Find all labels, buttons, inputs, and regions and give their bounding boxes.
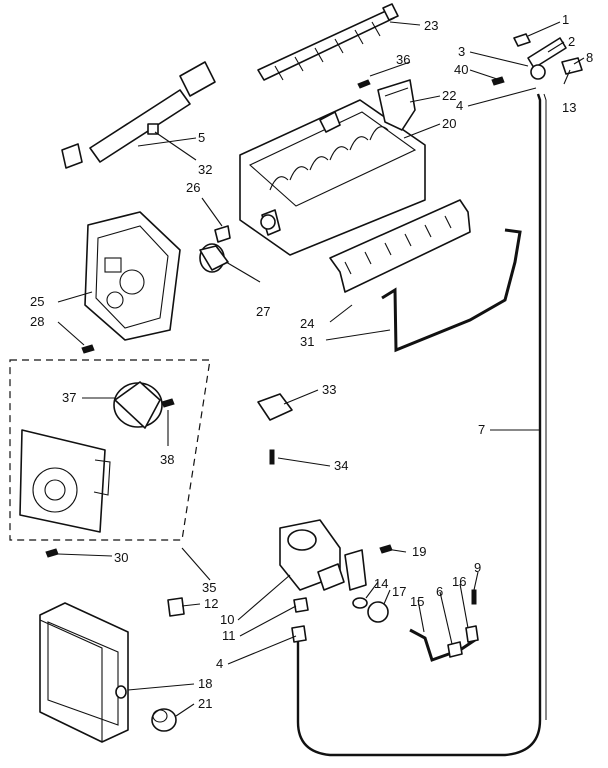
part-screw-34 <box>269 449 275 465</box>
part-coupler-27 <box>199 243 229 273</box>
callout-37: 37 <box>62 390 76 405</box>
callout-28: 28 <box>30 314 44 329</box>
callout-25: 25 <box>30 294 44 309</box>
callout-labels: 1 2 3 4 4 5 6 7 8 9 10 11 12 13 14 15 16… <box>30 12 593 711</box>
part-ejector-rail <box>257 3 399 81</box>
callout-34: 34 <box>334 458 348 473</box>
part-inlet-tube <box>409 589 479 662</box>
part-module-plate <box>19 429 111 533</box>
callout-16: 16 <box>452 574 466 589</box>
callout-6: 6 <box>436 584 443 599</box>
callout-26: 26 <box>186 180 200 195</box>
callout-5: 5 <box>198 130 205 145</box>
part-wire-harness <box>61 61 216 169</box>
callout-10: 10 <box>220 612 234 627</box>
part-fill-cup <box>377 79 416 131</box>
part-module-housing <box>84 211 181 341</box>
callout-1: 1 <box>562 12 569 27</box>
callout-9: 9 <box>474 560 481 575</box>
callout-31: 31 <box>300 334 314 349</box>
callout-40: 40 <box>454 62 468 77</box>
part-fitting-group <box>491 33 583 86</box>
callout-33: 33 <box>322 382 336 397</box>
callout-15: 15 <box>410 594 424 609</box>
callout-2: 2 <box>568 34 575 49</box>
part-ice-mold <box>239 99 426 256</box>
leader-lines <box>57 21 585 717</box>
part-water-valve <box>279 519 367 591</box>
callout-3: 3 <box>458 44 465 59</box>
part-module-group-outline <box>9 359 211 541</box>
callout-14: 14 <box>374 576 388 591</box>
part-stripper <box>329 199 471 293</box>
part-fill-tube <box>296 93 547 757</box>
callout-11: 11 <box>222 628 236 643</box>
part-cover <box>39 602 129 743</box>
callout-21: 21 <box>198 696 212 711</box>
callout-24: 24 <box>300 316 314 331</box>
callout-20: 20 <box>442 116 456 131</box>
callout-4-top: 4 <box>456 98 463 113</box>
callout-23: 23 <box>424 18 438 33</box>
callout-7: 7 <box>478 422 485 437</box>
callout-4-bottom: 4 <box>216 656 223 671</box>
callout-30: 30 <box>114 550 128 565</box>
part-shutoff-arm <box>381 228 522 353</box>
part-grommet-12 <box>167 597 185 617</box>
callout-32: 32 <box>198 162 212 177</box>
callout-8: 8 <box>586 50 593 65</box>
part-module-motor <box>113 381 163 429</box>
callout-36: 36 <box>396 52 410 67</box>
callout-27: 27 <box>256 304 270 319</box>
part-ferrule-lower <box>291 625 307 643</box>
part-bracket-26 <box>214 225 231 243</box>
callout-12: 12 <box>204 596 218 611</box>
part-nut-11 <box>293 597 309 613</box>
part-lever <box>257 393 293 421</box>
part-knob <box>151 708 177 732</box>
part-screw-36 <box>357 79 371 89</box>
callout-35: 35 <box>202 580 216 595</box>
callout-38: 38 <box>160 452 174 467</box>
callout-18: 18 <box>198 676 212 691</box>
callout-19: 19 <box>412 544 426 559</box>
callout-22: 22 <box>442 88 456 103</box>
part-screw-30 <box>45 548 59 558</box>
part-inlet-fitting <box>352 597 389 623</box>
callout-17: 17 <box>392 584 406 599</box>
callout-13: 13 <box>562 100 576 115</box>
part-screw-38 <box>161 398 175 408</box>
part-screw-28 <box>81 344 95 354</box>
